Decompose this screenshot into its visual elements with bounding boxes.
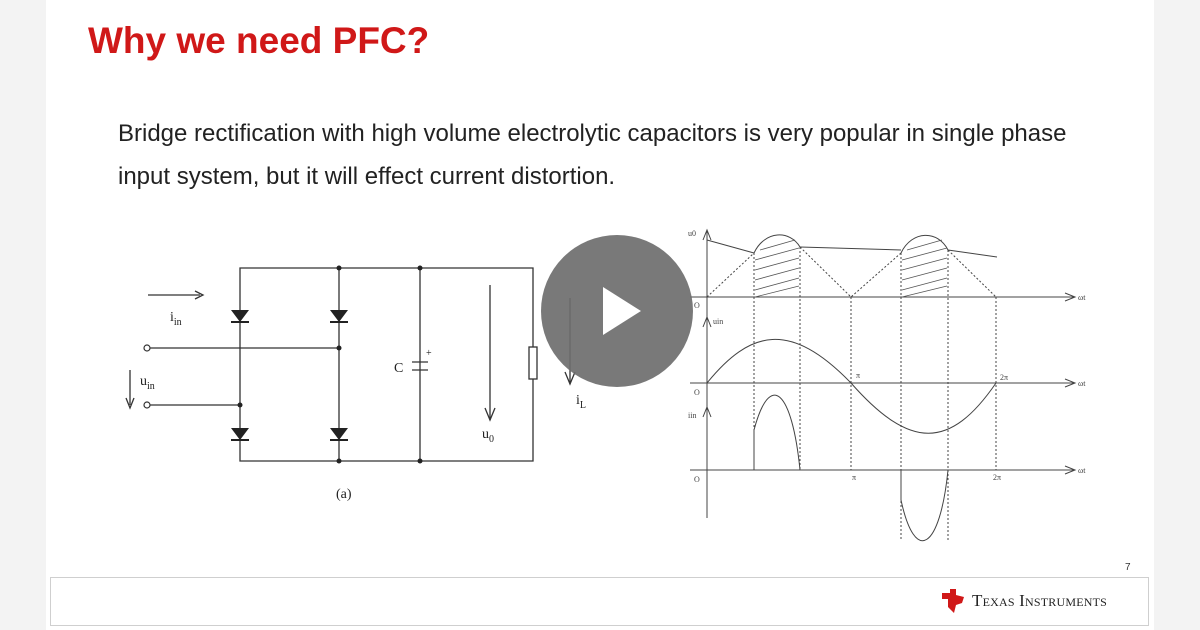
- page-number: 7: [1125, 562, 1131, 573]
- diode-icon: [231, 428, 249, 440]
- svg-text:O: O: [694, 475, 700, 484]
- slide-footer: [50, 577, 1149, 626]
- svg-text:iL: iL: [576, 393, 586, 411]
- svg-text:ωt: ωt: [1078, 466, 1086, 475]
- svg-text:O: O: [694, 301, 700, 310]
- slide-body-text: Bridge rectification with high volume el…: [118, 120, 1067, 190]
- diode-icon: [330, 310, 348, 322]
- svg-text:π: π: [856, 371, 860, 380]
- slide-title: Why we need PFC?: [88, 20, 430, 61]
- svg-text:u0: u0: [688, 229, 696, 238]
- rectifier-waveforms: u0 uin iin O O O π 2π π 2π ωt ωt ωt: [688, 228, 1086, 542]
- svg-text:uin: uin: [140, 374, 155, 392]
- svg-text:ωt: ωt: [1078, 293, 1086, 302]
- svg-text:2π: 2π: [1000, 373, 1008, 382]
- svg-text:uin: uin: [713, 317, 723, 326]
- bridge-rectifier-diagram: iin uin C + u0 iL (a): [125, 265, 586, 502]
- svg-text:ωt: ωt: [1078, 379, 1086, 388]
- svg-text:iin: iin: [688, 411, 696, 420]
- svg-text:+: +: [426, 348, 432, 359]
- svg-text:O: O: [694, 388, 700, 397]
- svg-text:π: π: [852, 473, 856, 482]
- svg-text:C: C: [394, 361, 403, 376]
- ti-logo-icon: [942, 589, 964, 613]
- svg-text:2π: 2π: [993, 473, 1001, 482]
- svg-text:(a): (a): [336, 487, 352, 502]
- play-button[interactable]: [541, 235, 693, 387]
- texas-instruments-logo: Texas Instruments: [940, 589, 1107, 613]
- play-icon: [603, 287, 641, 335]
- diode-icon: [330, 428, 348, 440]
- svg-text:iin: iin: [170, 310, 182, 328]
- svg-text:u0: u0: [482, 427, 494, 445]
- diode-icon: [231, 310, 249, 322]
